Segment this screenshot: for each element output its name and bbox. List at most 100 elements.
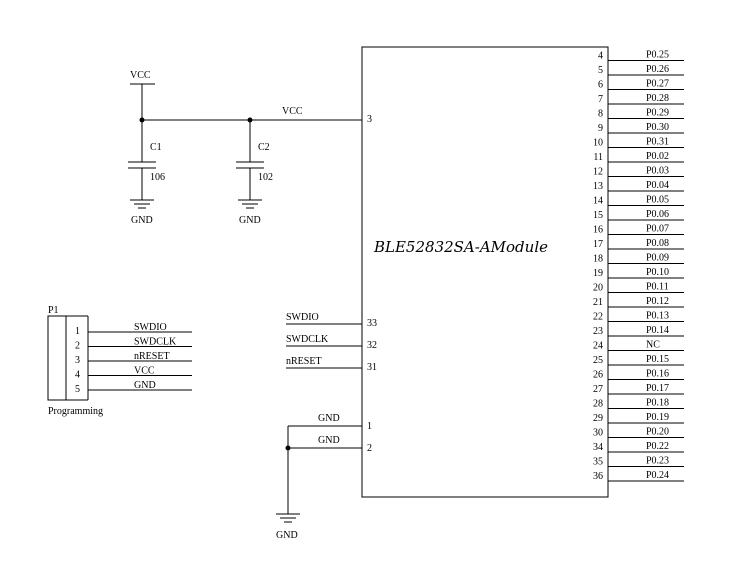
pin-23-net: P0.14 [646, 325, 669, 336]
gnd-pin2-number: 2 [367, 443, 372, 454]
swdio-pin-number: 33 [367, 318, 377, 329]
pin-22-net: P0.13 [646, 311, 669, 322]
header-pin-1-number: 1 [75, 326, 80, 337]
pin-6-number: 6 [598, 80, 603, 91]
pin-27-net: P0.17 [646, 383, 669, 394]
c1-gnd-label: GND [131, 215, 153, 226]
header-pin-4-net: VCC [134, 366, 155, 377]
pin-24-number: 24 [593, 341, 603, 352]
pin-5-number: 5 [598, 65, 603, 76]
pin-8-number: 8 [598, 109, 603, 120]
pin-8-net: P0.29 [646, 108, 669, 119]
vcc-junction-c1 [139, 117, 145, 123]
c1-value: 106 [150, 172, 165, 183]
pin-25-number: 25 [593, 355, 603, 366]
pin-13-number: 13 [593, 181, 603, 192]
pin-21-number: 21 [593, 297, 603, 308]
pin-11-net: P0.02 [646, 151, 669, 162]
pin-36-number: 36 [593, 471, 603, 482]
pin-11-number: 11 [593, 152, 603, 163]
pin-17-number: 17 [593, 239, 603, 250]
gnd-pin2-net: GND [318, 435, 340, 446]
header-body [47, 315, 67, 401]
nreset-pin-number: 31 [367, 362, 377, 373]
pin-28-net: P0.18 [646, 398, 669, 409]
c2-ref: C2 [258, 142, 270, 153]
gnd-pins [276, 425, 362, 523]
pin-5-net: P0.26 [646, 64, 669, 75]
pin-21-net: P0.12 [646, 296, 669, 307]
gnd-pin1-number: 1 [367, 421, 372, 432]
pin-30-net: P0.20 [646, 427, 669, 438]
c2-gnd-label: GND [239, 215, 261, 226]
swdclk-net-label: SWDCLK [286, 334, 329, 345]
pin-26-net: P0.16 [646, 369, 669, 380]
gnd-bottom-label: GND [276, 530, 298, 541]
pin-10-net: P0.31 [646, 137, 669, 148]
pin-13-net: P0.04 [646, 180, 669, 191]
pin-28-number: 28 [593, 399, 603, 410]
pin-34-net: P0.22 [646, 441, 669, 452]
pin-16-net: P0.07 [646, 224, 669, 235]
header-pin-3-net: nRESET [134, 351, 170, 362]
pin-35-net: P0.23 [646, 456, 669, 467]
pin-7-number: 7 [598, 94, 603, 105]
header-caption: Programming [48, 406, 103, 417]
header-pin-1-net: SWDIO [134, 322, 167, 333]
header-pin-4-number: 4 [75, 370, 80, 381]
pin-9-net: P0.30 [646, 122, 669, 133]
capacitor-c2 [236, 120, 264, 209]
pin-19-number: 19 [593, 268, 603, 279]
pin-22-number: 22 [593, 312, 603, 323]
pin-15-net: P0.06 [646, 209, 669, 220]
header-ref: P1 [48, 305, 59, 316]
pin-9-number: 9 [598, 123, 603, 134]
vcc-pin-number: 3 [367, 114, 372, 125]
gnd-junction [285, 445, 291, 451]
pin-36-net: P0.24 [646, 470, 669, 481]
pin-24-net: NC [646, 340, 660, 351]
pin-12-number: 12 [593, 167, 603, 178]
gnd-pin1-net: GND [318, 413, 340, 424]
pin-30-number: 30 [593, 428, 603, 439]
pin-18-net: P0.09 [646, 253, 669, 264]
vcc-net-label: VCC [282, 106, 303, 117]
c2-value: 102 [258, 172, 273, 183]
pin-12-net: P0.03 [646, 166, 669, 177]
module-title: BLE52832SA-AModule [373, 238, 548, 256]
swdclk-pin-number: 32 [367, 340, 377, 351]
swdio-net-label: SWDIO [286, 312, 319, 323]
pin-19-net: P0.10 [646, 267, 669, 278]
pin-25-net: P0.15 [646, 354, 669, 365]
pin-18-number: 18 [593, 254, 603, 265]
pin-15-number: 15 [593, 210, 603, 221]
header-pin-2-net: SWDCLK [134, 337, 177, 348]
pin-4-net: P0.25 [646, 50, 669, 61]
pin-29-number: 29 [593, 413, 603, 424]
pin-20-number: 20 [593, 283, 603, 294]
vcc-top-label: VCC [130, 70, 151, 81]
nreset-net-label: nRESET [286, 356, 322, 367]
pin-14-number: 14 [593, 196, 603, 207]
pin-10-number: 10 [593, 138, 603, 149]
pin-34-number: 34 [593, 442, 603, 453]
pin-20-net: P0.11 [646, 282, 669, 293]
header-pin-2-number: 2 [75, 341, 80, 352]
pin-16-number: 16 [593, 225, 603, 236]
pin-35-number: 35 [593, 457, 603, 468]
header-pin-5-number: 5 [75, 384, 80, 395]
module-body [361, 46, 609, 498]
pin-6-net: P0.27 [646, 79, 669, 90]
pin-27-number: 27 [593, 384, 603, 395]
capacitor-c1 [128, 161, 156, 209]
header-pin-5-net: GND [134, 380, 156, 391]
pin-17-net: P0.08 [646, 238, 669, 249]
pin-7-net: P0.28 [646, 93, 669, 104]
pin-23-number: 23 [593, 326, 603, 337]
pin-29-net: P0.19 [646, 412, 669, 423]
pin-4-number: 4 [598, 51, 603, 62]
left-signal-pins [286, 323, 362, 369]
